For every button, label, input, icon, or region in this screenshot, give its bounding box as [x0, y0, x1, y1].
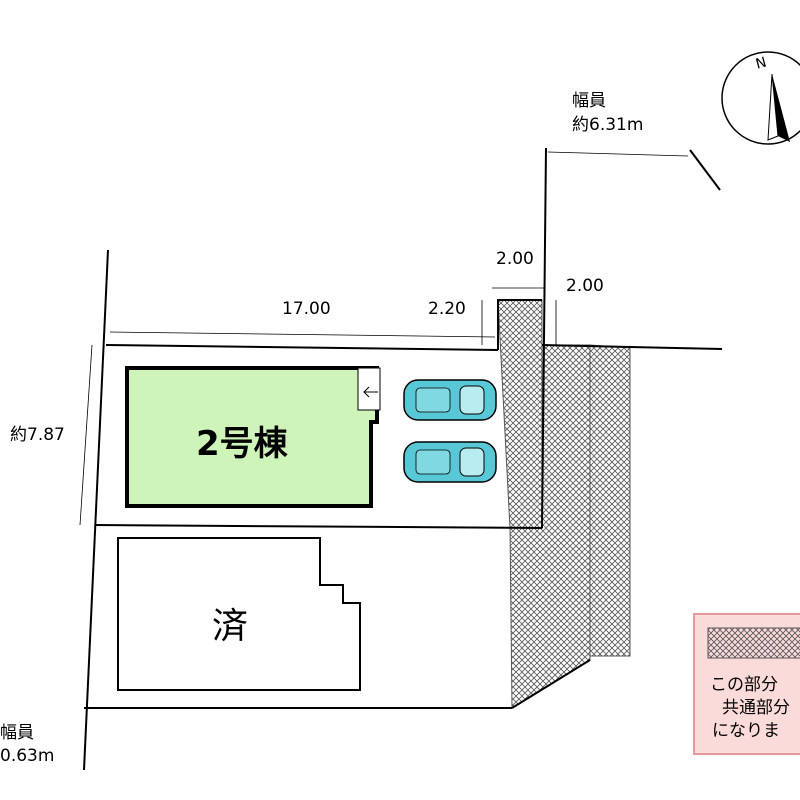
- compass-icon: [721, 51, 800, 145]
- car-icon: [403, 379, 497, 421]
- legend-line-3: になりま: [712, 721, 780, 741]
- road-hatch-strip: [589, 344, 631, 657]
- front-dim: 17.00: [282, 299, 331, 319]
- sold-lot-footprint: [117, 537, 361, 691]
- entrance-box: [357, 367, 381, 411]
- dimension-lines: [79, 151, 689, 526]
- common-area-strip: [497, 299, 543, 529]
- notch-depth-dim: 2.20: [428, 299, 466, 319]
- notch-width-dim: 2.00: [496, 249, 534, 269]
- road-top-label: 幅員: [572, 91, 606, 111]
- legend-hatch-swatch: [707, 627, 800, 659]
- building-2-label: 2号棟: [196, 424, 289, 464]
- car-icon: [403, 441, 497, 483]
- strip-width-dim: 2.00: [566, 276, 604, 296]
- road-bottom-label: 幅員: [0, 723, 34, 743]
- road-bottom-width: 0.63m: [0, 746, 54, 766]
- sold-lot-label: 済: [212, 606, 248, 647]
- road-top-width: 約6.31m: [572, 115, 643, 135]
- legend-line-2: 共通部分: [722, 698, 790, 718]
- boundary-lines: [83, 147, 723, 771]
- legend-line-1: この部分: [710, 675, 778, 695]
- side-dim: 約7.87: [10, 425, 65, 445]
- compass-north-label: N: [754, 55, 768, 73]
- entrance-arrow-icon: [363, 386, 378, 398]
